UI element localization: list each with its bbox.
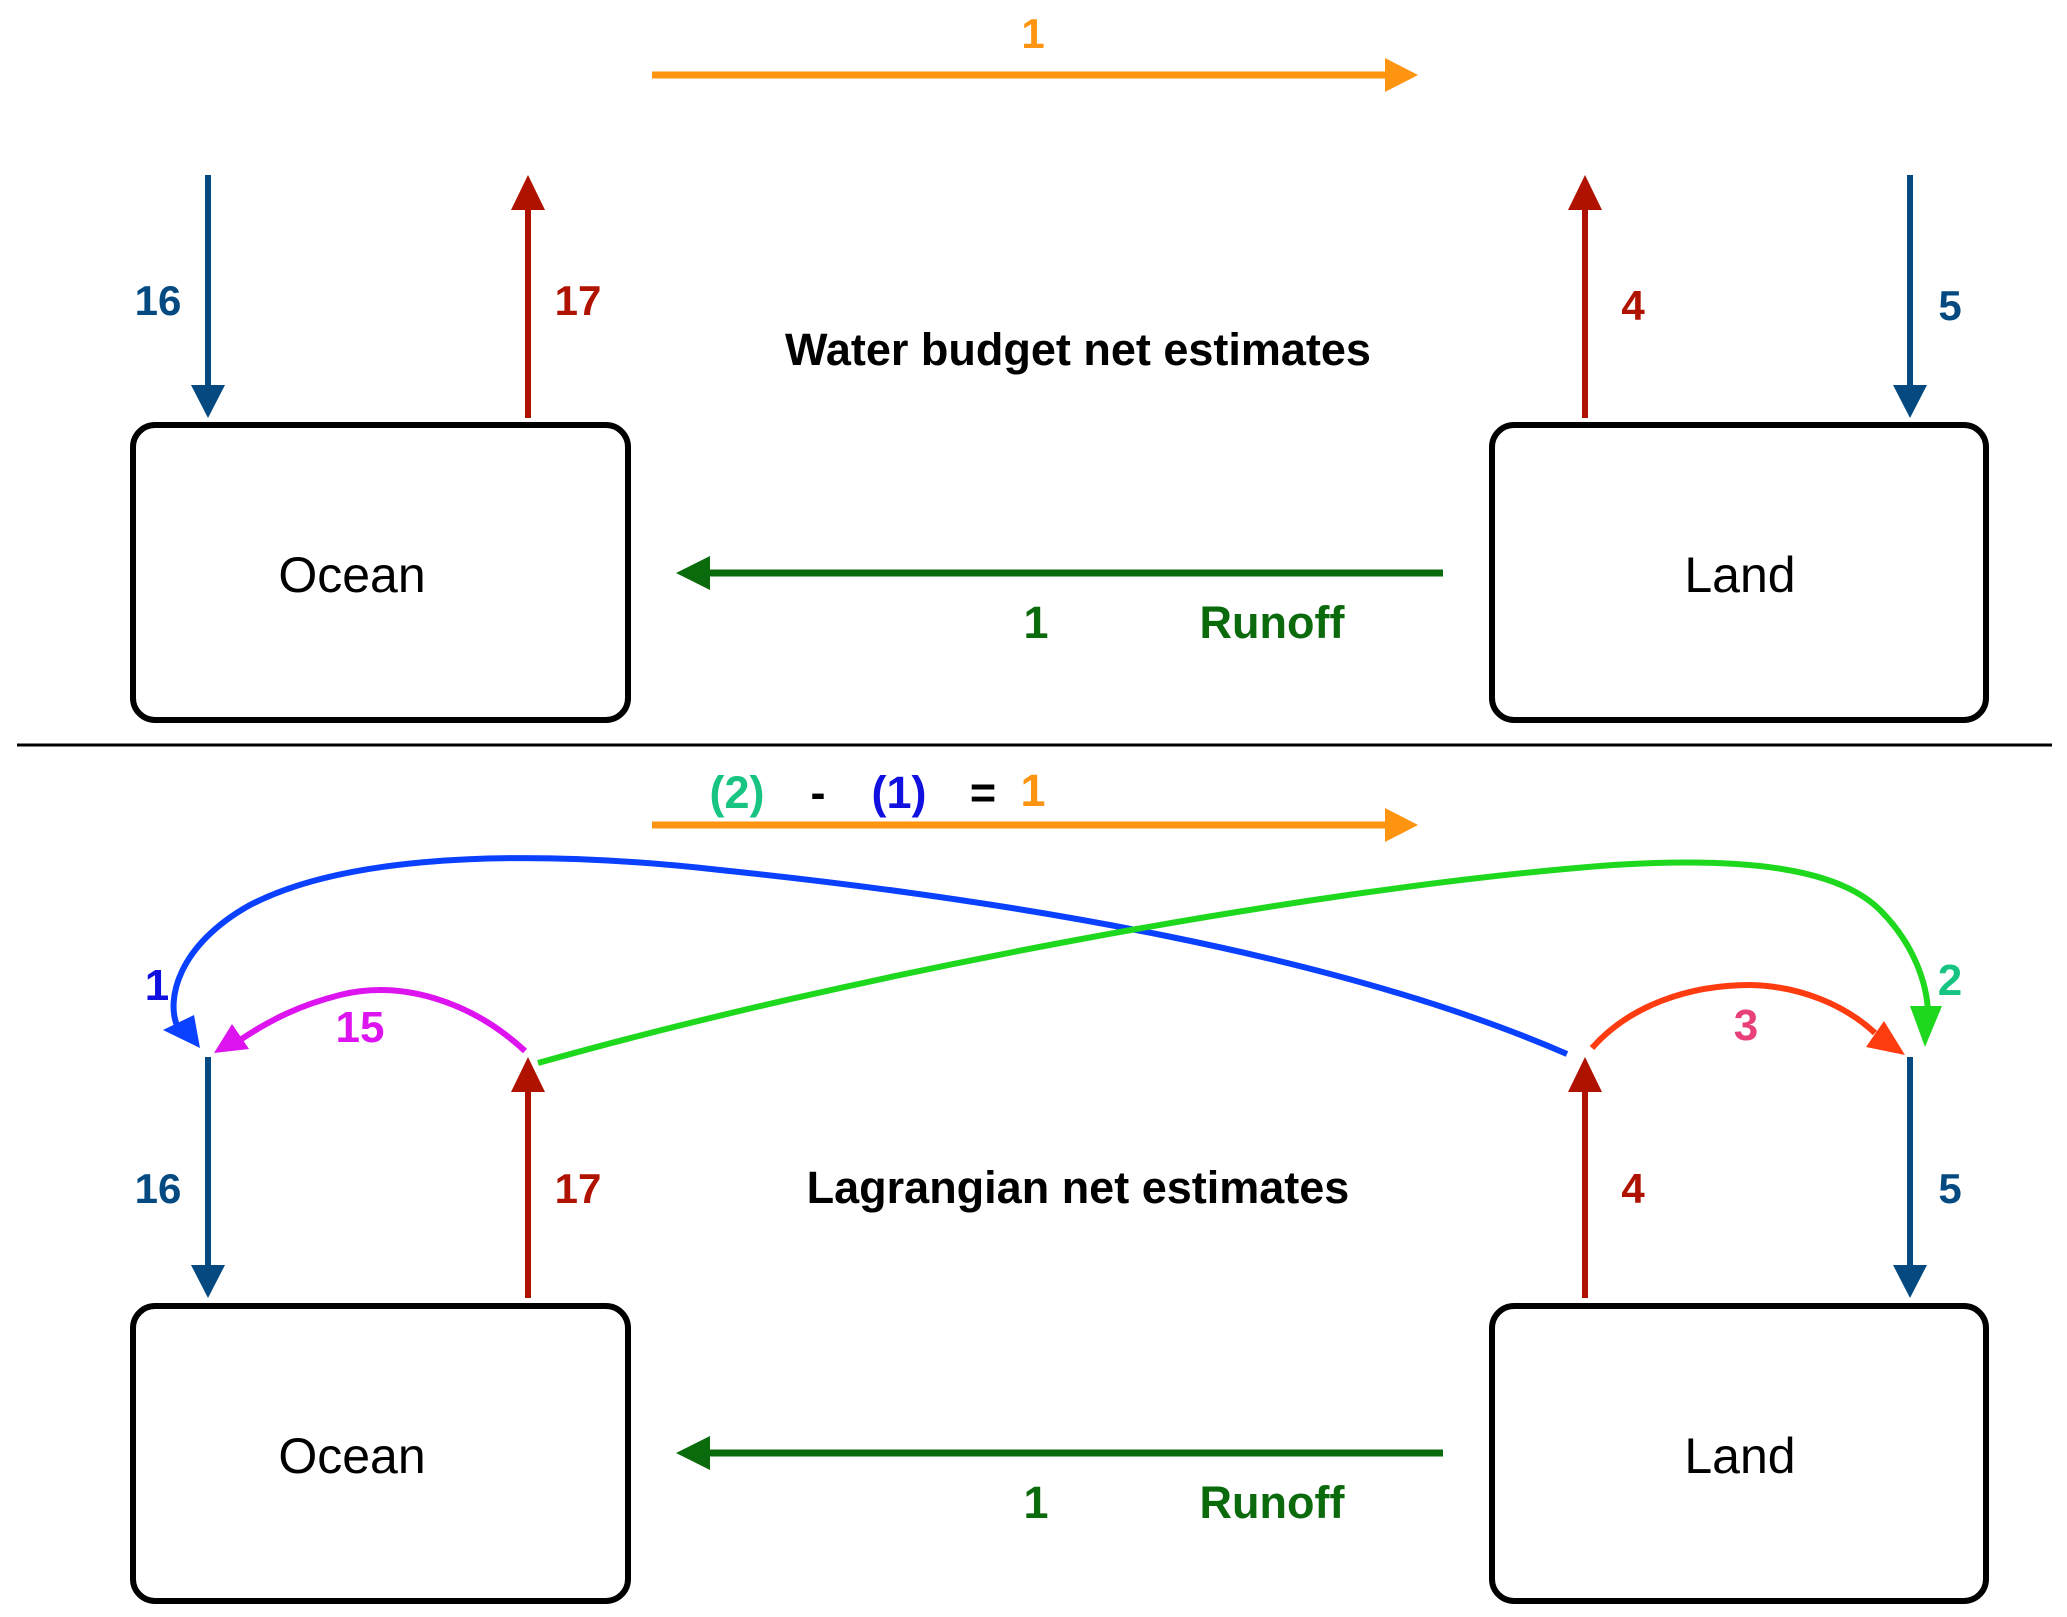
top-land-precip-value: 5 [1938,282,1961,329]
bottom-ocean-evap-arrow [511,1057,545,1298]
equation-minus: - [811,767,826,818]
equation-result: 1 [1020,765,1045,816]
top-panel: 1 16 17 4 5 Water budget net estimates [130,10,1989,723]
bottom-land-precip-value: 5 [1938,1165,1961,1212]
bottom-runoff-value: 1 [1023,1477,1048,1528]
top-runoff-value: 1 [1023,597,1048,648]
bottom-panel: (2) - (1) = 1 1 2 15 3 [130,765,1989,1604]
top-ocean-label: Ocean [278,547,425,603]
land-to-land-recycle-arc [1589,981,1905,1055]
bottom-ocean-precip-value: 16 [135,1165,182,1212]
top-ocean-precip-value: 16 [135,277,182,324]
bottom-land-precip-arrow [1893,1057,1927,1298]
land-to-ocean-recycle-arc [163,855,1569,1057]
top-runoff-label: Runoff [1200,597,1346,648]
bottom-runoff-label: Runoff [1200,1477,1346,1528]
top-ocean-precip-arrow [191,175,225,418]
ocean-to-ocean-recycle-value: 15 [336,1003,385,1052]
bottom-runoff-arrow [676,1436,1443,1470]
bottom-land-box [1489,1303,1989,1604]
bottom-land-evap-arrow [1568,1057,1602,1298]
ocean-to-ocean-recycle-arc [214,987,528,1054]
top-panel-title: Water budget net estimates [785,324,1371,375]
bottom-ocean-box [130,1303,631,1604]
top-ocean-box [130,422,631,723]
bottom-panel-title: Lagrangian net estimates [807,1162,1350,1213]
equation-term-1: (1) [872,767,927,818]
land-to-ocean-recycle-value: 1 [145,961,169,1010]
top-transport-arrow [652,58,1418,92]
top-ocean-evap-arrow [511,175,545,418]
top-land-precip-arrow [1893,175,1927,418]
top-ocean-evap-value: 17 [555,277,602,324]
bottom-ocean-precip-arrow [191,1057,225,1298]
ocean-to-land-recycle-arc [537,859,1942,1066]
bottom-land-evap-value: 4 [1621,1165,1645,1212]
bottom-land-label: Land [1684,1428,1795,1484]
equation-equals: = [970,767,996,818]
bottom-ocean-label: Ocean [278,1428,425,1484]
land-to-land-recycle-value: 3 [1734,1001,1758,1050]
top-land-label: Land [1684,547,1795,603]
top-land-box [1489,422,1989,723]
top-land-evap-arrow [1568,175,1602,418]
top-runoff-arrow [676,556,1443,590]
top-land-evap-value: 4 [1621,282,1645,329]
equation-term-2: (2) [710,767,765,818]
top-transport-value: 1 [1021,10,1044,57]
bottom-transport-arrow [652,808,1418,842]
ocean-to-land-recycle-value: 2 [1938,956,1962,1005]
bottom-ocean-evap-value: 17 [555,1165,602,1212]
